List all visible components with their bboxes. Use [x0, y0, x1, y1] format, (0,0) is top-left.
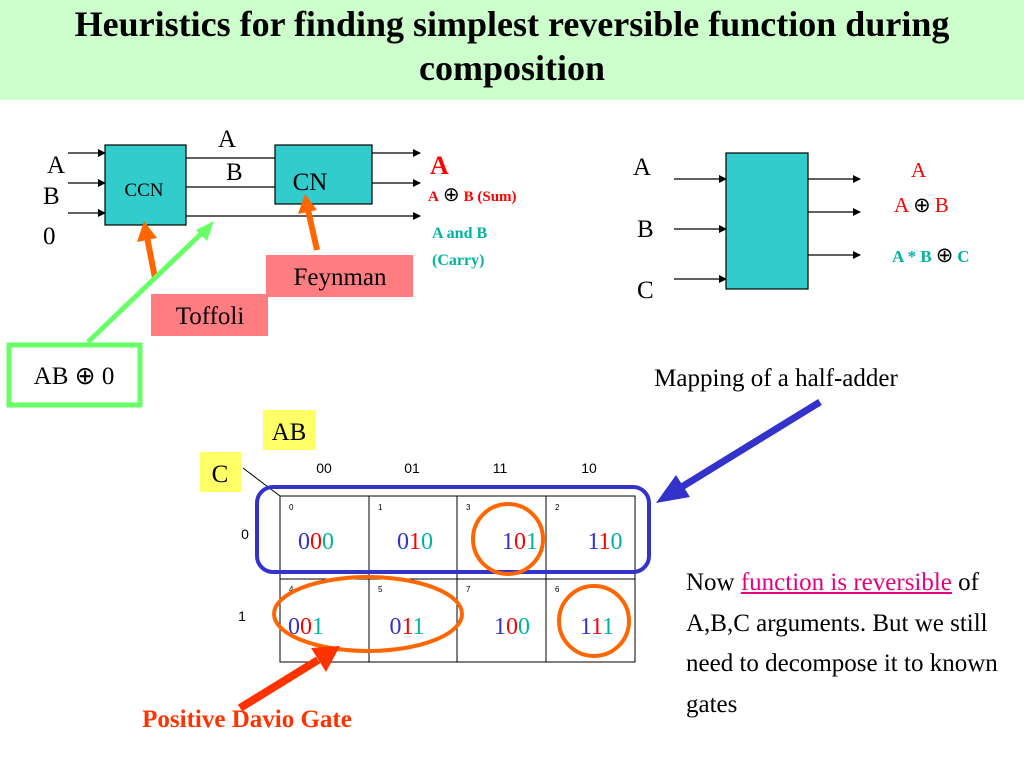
input-label-a: A	[47, 152, 65, 179]
cell-value-100: 100	[494, 614, 530, 640]
blue-arrow	[656, 399, 822, 503]
cell-value-111: 111	[580, 614, 614, 640]
cell-value-110: 110	[587, 529, 622, 555]
cell-101-highlight	[471, 502, 545, 576]
ccn-gate	[104, 144, 187, 226]
davio-highlight	[272, 575, 464, 653]
col-header-01: 01	[404, 460, 420, 476]
input-label-b: B	[43, 183, 60, 210]
r-input-label-b: B	[637, 216, 654, 243]
kmap-diagonal	[242, 467, 281, 497]
output-carry-line1: A and B	[432, 225, 487, 242]
r-output-a: A	[911, 158, 927, 182]
right-circuit: A B C A A⊕B A * B⊕C Mapping of a half-ad…	[633, 152, 970, 392]
row0-highlight	[255, 485, 651, 574]
cell-index: 5	[378, 585, 383, 594]
note-link[interactable]: function is reversible	[740, 569, 952, 596]
ab-label: AB	[272, 419, 307, 446]
row-header-1: 1	[238, 608, 246, 624]
davio-arrow	[237, 646, 340, 712]
col-header-11: 11	[493, 460, 508, 476]
cell-value-011: 011	[389, 614, 424, 640]
note-pre: Now	[686, 569, 741, 596]
feynman-label: Feynman	[293, 264, 387, 291]
left-circuit: CCN CN A B 0 A B A A⊕B (Sum) A and B (Ca…	[6, 126, 517, 408]
cell-index: 1	[378, 503, 383, 512]
half-adder-caption: Mapping of a half-adder	[654, 365, 898, 392]
cell-value-010: 010	[397, 529, 433, 555]
r-input-label-a: A	[633, 154, 651, 181]
ab-xor-box	[6, 342, 143, 408]
mid-label-b: B	[226, 159, 243, 186]
toffoli-arrow	[137, 221, 158, 279]
row-header-0: 0	[241, 526, 249, 542]
cn-label: CN	[293, 169, 328, 196]
note-post: of A,B,C arguments. But we still need to…	[686, 569, 998, 718]
col-header-10: 10	[581, 460, 597, 476]
title-bar	[0, 0, 1024, 100]
c-label-box	[200, 452, 241, 492]
output-sum: A⊕B (Sum)	[428, 184, 517, 206]
cell-index: 0	[289, 503, 294, 512]
c-label: C	[212, 461, 229, 488]
r-input-label-c: C	[637, 277, 654, 304]
input-label-0: 0	[43, 223, 56, 250]
feynman-box	[266, 255, 413, 297]
cell-index: 3	[466, 503, 471, 512]
half-adder-block	[725, 152, 809, 290]
ab-label-box	[263, 410, 316, 450]
page-title: Heuristics for finding simplest reversib…	[74, 4, 950, 88]
toffoli-label: Toffoli	[176, 303, 245, 330]
note-text: Now function is reversible of A,B,C argu…	[686, 563, 1021, 725]
r-output-xor: A⊕B	[894, 193, 949, 217]
toffoli-box	[151, 294, 268, 336]
ab-xor-label: AB ⊕ 0	[34, 363, 115, 390]
cell-index: 6	[555, 585, 560, 594]
green-arrow	[86, 221, 214, 344]
mid-label-a: A	[218, 126, 236, 153]
cell-value-101: 101	[502, 529, 538, 555]
cell-index: 4	[289, 585, 294, 594]
output-carry-line2: (Carry)	[432, 252, 484, 269]
cell-111-highlight	[557, 584, 631, 658]
col-header-00: 00	[316, 460, 332, 476]
cn-gate	[274, 144, 373, 205]
davio-label: Positive Davio Gate	[142, 706, 352, 733]
cell-index: 2	[555, 503, 560, 512]
feynman-arrow	[298, 194, 320, 251]
kmap: AB C 00 01 11 10 0 1 0 1 3 2 000 010 101…	[200, 410, 651, 663]
ccn-label: CCN	[124, 180, 163, 201]
cell-value-000: 000	[298, 529, 334, 555]
r-output-carry: A * B⊕C	[892, 243, 970, 267]
cell-index: 7	[466, 585, 471, 594]
output-a: A	[430, 151, 449, 180]
